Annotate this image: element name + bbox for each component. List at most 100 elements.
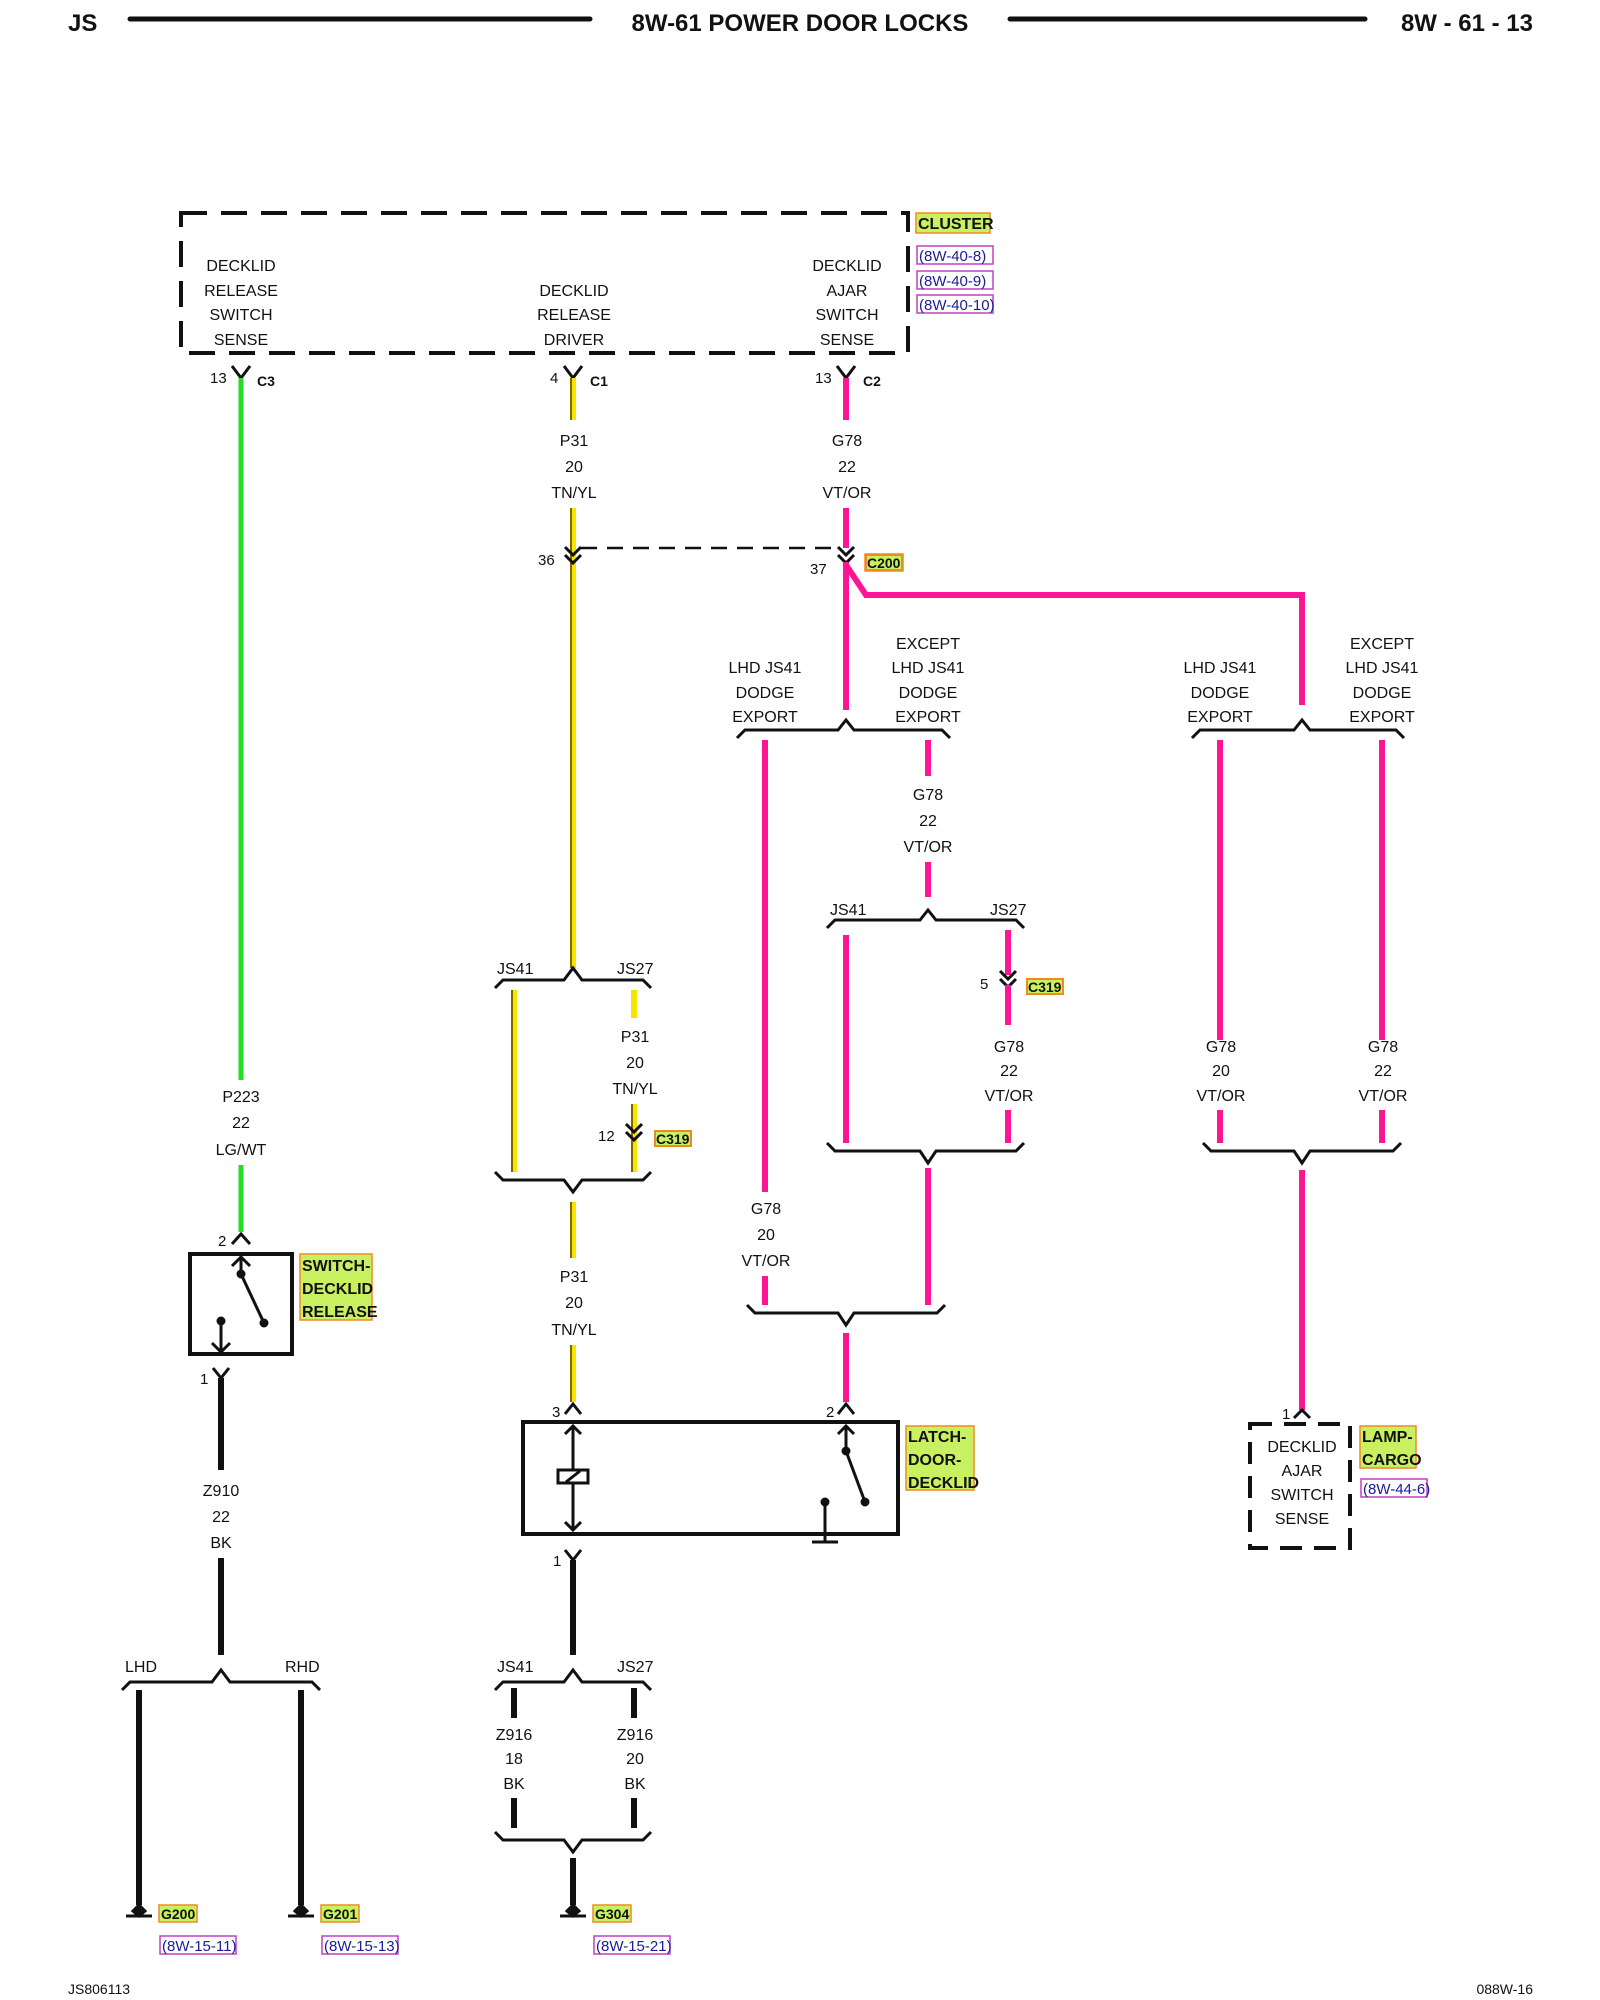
cluster-function-1: DECKLID RELEASE SWITCH SENSE: [204, 258, 278, 349]
svg-text:18: 18: [505, 1751, 523, 1768]
svg-text:VT/OR: VT/OR: [742, 1253, 791, 1270]
page-number: 8W - 61 - 13: [1401, 10, 1533, 37]
svg-text:AJAR: AJAR: [1282, 1463, 1323, 1480]
svg-text:20: 20: [757, 1227, 775, 1244]
wire-g78-branch-right[interactable]: [843, 563, 1305, 705]
connector-label: C3: [257, 373, 275, 389]
svg-text:P31: P31: [621, 1029, 650, 1046]
cluster-ref-link-1[interactable]: (8W-40-8): [916, 245, 994, 265]
svg-text:CARGO: CARGO: [1362, 1452, 1422, 1469]
latch-door-decklid-tag[interactable]: LATCH- DOOR- DECKLID: [905, 1425, 979, 1492]
female-terminal-icon: [836, 1401, 856, 1415]
svg-text:LATCH-: LATCH-: [908, 1429, 966, 1446]
pin-label: 2: [218, 1233, 226, 1250]
lamp-cargo-ref-link[interactable]: (8W-44-6): [1360, 1478, 1430, 1498]
cluster-ref-link-3[interactable]: (8W-40-10): [916, 294, 995, 314]
svg-text:SWITCH: SWITCH: [1270, 1487, 1333, 1504]
wire-label-g78-top: G78 22 VT/OR: [823, 433, 872, 502]
pin-label: 1: [1282, 1406, 1290, 1423]
inline-connector-icon: [624, 1122, 644, 1143]
svg-text:LHD JS41: LHD JS41: [729, 660, 802, 677]
female-terminal-icon: [230, 1231, 252, 1246]
switch-decklid-release-tag[interactable]: SWITCH- DECKLID RELEASE: [299, 1253, 378, 1321]
wire-label-g78-right-lhd: G78 20 VT/OR: [1197, 1039, 1246, 1105]
svg-text:20: 20: [565, 459, 583, 476]
svg-text:SWITCH-: SWITCH-: [302, 1258, 370, 1275]
svg-text:DECKLID: DECKLID: [1267, 1439, 1336, 1456]
svg-text:EXPORT: EXPORT: [1349, 709, 1415, 726]
male-terminal-icon: [211, 1367, 231, 1381]
c319-pin-5: 5: [980, 976, 988, 993]
svg-text:P31: P31: [560, 1269, 589, 1286]
svg-text:DRIVER: DRIVER: [544, 332, 604, 349]
svg-text:C200: C200: [867, 555, 901, 571]
svg-text:(8W-40-9): (8W-40-9): [919, 273, 986, 290]
ground-g201-tag[interactable]: G201: [320, 1904, 360, 1923]
ground-g201-ref-link[interactable]: (8W-15-13): [321, 1935, 400, 1955]
pin-label: 13: [815, 370, 832, 387]
ground-g200-tag[interactable]: G200: [158, 1904, 198, 1923]
svg-text:BK: BK: [503, 1776, 525, 1793]
ground-g304-tag[interactable]: G304: [592, 1904, 632, 1923]
svg-text:(8W-15-13): (8W-15-13): [324, 1938, 400, 1955]
male-terminal-icon: [562, 365, 584, 381]
cluster-ref-link-2[interactable]: (8W-40-9): [916, 270, 994, 290]
pin-label: 4: [550, 370, 558, 387]
connector-c319-tag[interactable]: C319: [654, 1130, 692, 1147]
ground-g304-ref-link[interactable]: (8W-15-21): [593, 1935, 672, 1955]
wire-label-z916-js27: Z916 20 BK: [617, 1727, 654, 1793]
svg-text:DECKLID: DECKLID: [908, 1475, 979, 1492]
connector-label: C2: [863, 373, 881, 389]
svg-text:RELEASE: RELEASE: [204, 283, 278, 300]
c200-pin-36: 36: [538, 552, 555, 569]
wire-label-g78-right-except: G78 22 VT/OR: [1359, 1039, 1408, 1105]
c319-pin-12: 12: [598, 1128, 615, 1145]
svg-text:G78: G78: [1368, 1039, 1398, 1056]
svg-text:DECKLID: DECKLID: [302, 1281, 373, 1298]
splice-brace: [493, 965, 653, 990]
svg-text:EXPORT: EXPORT: [732, 709, 798, 726]
svg-text:DODGE: DODGE: [899, 685, 958, 702]
lamp-cargo-tag[interactable]: LAMP- CARGO: [1359, 1425, 1422, 1469]
cluster-label-tag[interactable]: CLUSTER: [915, 212, 994, 234]
pin-label: 1: [200, 1371, 208, 1388]
svg-text:DODGE: DODGE: [736, 685, 795, 702]
svg-text:VT/OR: VT/OR: [1359, 1088, 1408, 1105]
pin-label: 3: [552, 1404, 560, 1421]
cluster-function-3: DECKLID AJAR SWITCH SENSE: [812, 258, 881, 349]
ground-g200-ref-link[interactable]: (8W-15-11): [159, 1935, 237, 1955]
svg-text:G78: G78: [832, 433, 862, 450]
svg-text:RELEASE: RELEASE: [537, 307, 611, 324]
splice-brace: [493, 1170, 653, 1195]
option-except-lhd-left: EXCEPT LHD JS41 DODGE EXPORT: [892, 636, 965, 726]
solenoid-icon: [556, 1423, 590, 1533]
svg-text:BK: BK: [210, 1535, 232, 1552]
footer-figure-id: JS806113: [68, 1981, 130, 1997]
splice-brace: [825, 907, 1026, 930]
svg-text:(8W-15-11): (8W-15-11): [162, 1938, 236, 1955]
svg-text:EXPORT: EXPORT: [1187, 709, 1253, 726]
option-rhd: RHD: [285, 1659, 320, 1676]
splice-brace: [745, 1303, 947, 1328]
connector-c319-tag[interactable]: C319: [1026, 978, 1064, 995]
splice-brace: [493, 1830, 653, 1855]
connector-c200-tag[interactable]: C200: [864, 553, 904, 572]
page-title: 8W-61 POWER DOOR LOCKS: [632, 10, 969, 37]
splice-brace: [825, 1141, 1026, 1166]
splice-brace: [493, 1667, 653, 1692]
svg-text:Z916: Z916: [496, 1727, 533, 1744]
male-terminal-icon: [835, 365, 857, 381]
svg-text:22: 22: [1374, 1063, 1392, 1080]
splice-brace: [1190, 717, 1406, 740]
option-lhd: LHD: [125, 1659, 157, 1676]
svg-text:20: 20: [626, 1055, 644, 1072]
svg-text:20: 20: [565, 1295, 583, 1312]
option-except-lhd-right: EXCEPT LHD JS41 DODGE EXPORT: [1346, 636, 1419, 726]
svg-text:G78: G78: [994, 1039, 1024, 1056]
svg-text:(8W-44-6): (8W-44-6): [1363, 1481, 1430, 1498]
svg-text:TN/YL: TN/YL: [612, 1081, 657, 1098]
svg-text:VT/OR: VT/OR: [985, 1088, 1034, 1105]
cluster-function-2: DECKLID RELEASE DRIVER: [537, 283, 611, 349]
splice-brace: [1201, 1141, 1403, 1166]
